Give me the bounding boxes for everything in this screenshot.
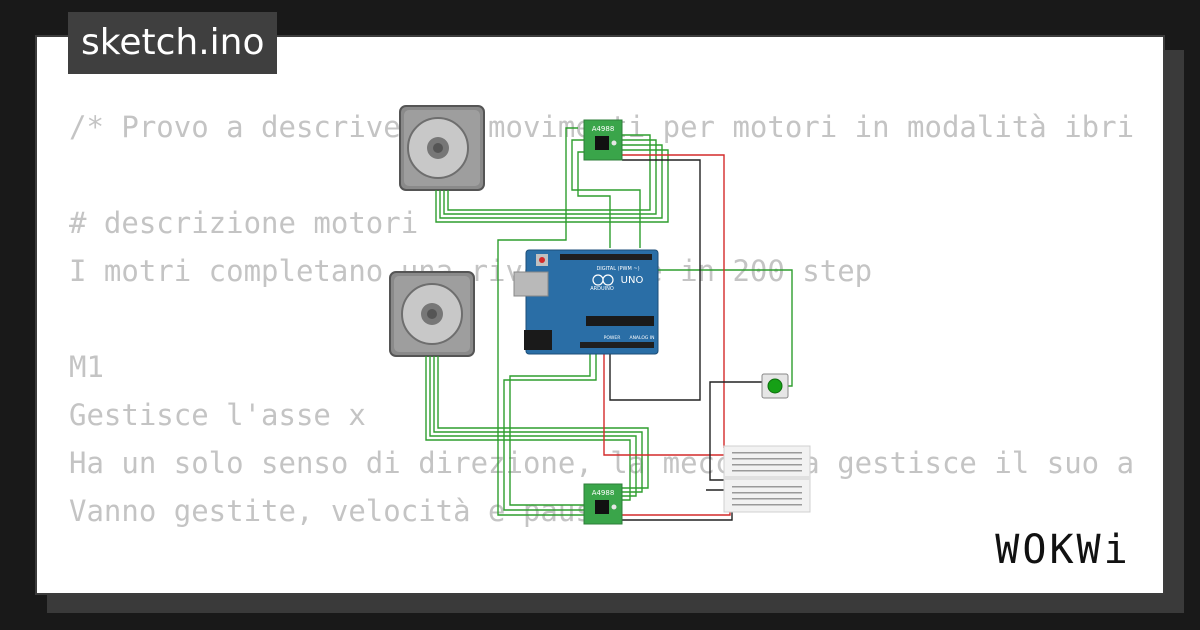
board-analog-label: ANALOG IN <box>629 335 654 341</box>
stepper-motor-2[interactable] <box>389 271 475 357</box>
file-name-tab: sketch.ino <box>68 12 278 74</box>
push-button[interactable] <box>761 373 789 399</box>
signal-wires <box>425 127 793 516</box>
stepper-motor-1[interactable] <box>399 105 485 191</box>
board-brand-label: ARDUINO <box>590 286 614 292</box>
wokwi-logo: WOKWi <box>978 524 1148 576</box>
code-line: M1 <box>69 350 104 384</box>
driver-bottom-label: A4988 <box>592 489 615 497</box>
code-preview: /* Provo a descrivere i movimenti per mo… <box>69 103 1133 593</box>
driver-top-label: A4988 <box>592 125 615 133</box>
a4988-driver-bottom[interactable]: A4988 <box>583 483 623 525</box>
code-line: Ha un solo senso di direzione, la meccan… <box>69 446 1133 480</box>
code-line: Gestisce l'asse x <box>69 398 366 432</box>
code-line: M2 <box>69 583 1133 593</box>
board-digital-label: DIGITAL (PWM ~) <box>596 266 639 272</box>
arduino-uno-board[interactable]: DIGITAL (PWM ~) UNO ARDUINO POWER ANALOG… <box>513 249 659 355</box>
a4988-driver-top[interactable]: A4988 <box>583 119 623 161</box>
board-power-label: POWER <box>604 335 621 341</box>
breadboard[interactable] <box>723 445 811 513</box>
code-line: # descrizione motori <box>69 206 419 240</box>
board-model-label: UNO <box>621 275 644 286</box>
